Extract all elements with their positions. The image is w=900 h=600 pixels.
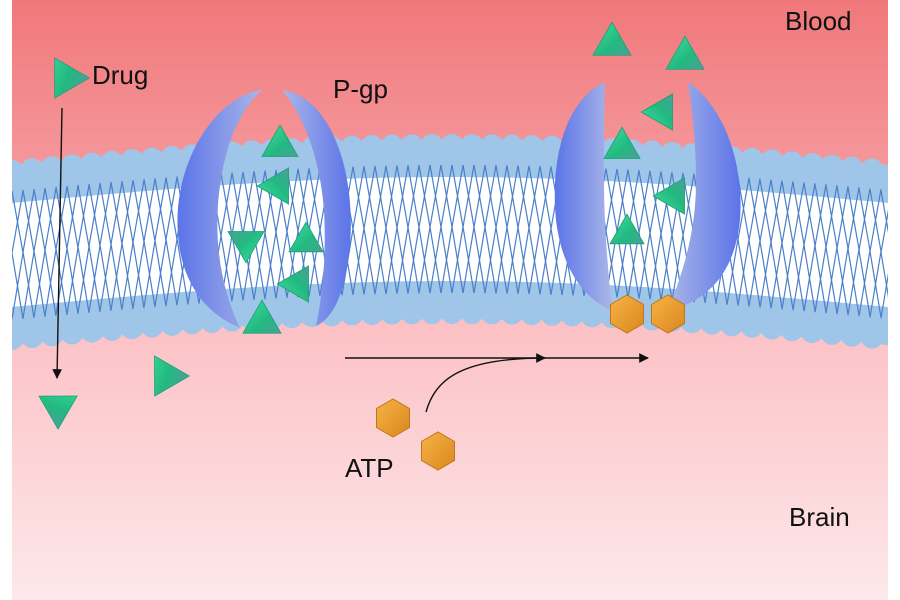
pgp-transporter-open-outward <box>554 82 741 310</box>
pgp-left-half <box>177 90 262 328</box>
drug-triangle-icon <box>154 355 191 397</box>
brain-label: Brain <box>789 502 850 532</box>
drug-triangle-icon <box>640 93 673 131</box>
pgp-right-half <box>668 82 741 310</box>
drug-label: Drug <box>92 60 149 90</box>
pgp-left-half <box>554 82 612 310</box>
drug-triangle-icon <box>227 231 265 264</box>
pgp-transporter-open-inward <box>177 90 351 328</box>
pgp-label: P-gp <box>333 74 388 104</box>
drug-triangle-icon <box>261 124 299 157</box>
drug-triangle-icon <box>609 213 645 245</box>
lipid-bilayer <box>1 134 893 350</box>
atp-hexagon-icon <box>651 294 685 334</box>
drug-triangle-icon <box>652 177 685 215</box>
drug-triangle-icon <box>54 57 91 99</box>
drug-triangle-icon <box>288 221 324 253</box>
atp-consumption-arrow <box>425 353 546 413</box>
drug-triangle-icon <box>603 126 641 159</box>
pgp-right-half <box>282 90 351 326</box>
atp-label: ATP <box>345 453 394 483</box>
drug-triangle-icon <box>276 265 309 303</box>
drug-triangle-icon <box>256 167 289 205</box>
atp-molecules <box>376 294 685 471</box>
drug-triangle-icon <box>242 299 282 334</box>
drug-triangle-icon <box>665 35 705 70</box>
drug-triangle-icon <box>592 21 632 56</box>
blood-label: Blood <box>785 6 852 36</box>
drug-triangle-icon <box>38 395 78 430</box>
drug-diffusion-arrow <box>52 107 63 379</box>
atp-hexagon-icon <box>421 431 455 471</box>
atp-hexagon-icon <box>376 398 410 438</box>
drug-molecules <box>38 21 705 430</box>
atp-hexagon-icon <box>610 294 644 334</box>
